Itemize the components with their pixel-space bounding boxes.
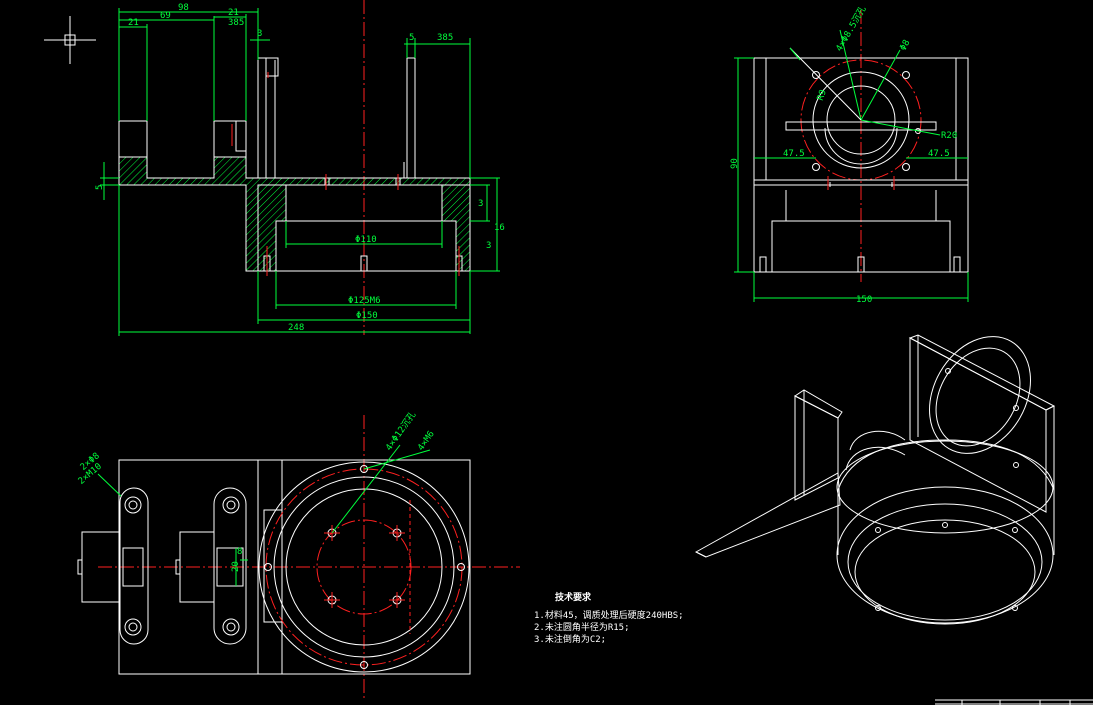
dim-20: 20: [231, 561, 241, 572]
front-view-base-section: [118, 156, 471, 272]
title-block-edge: [935, 699, 1093, 705]
dim-5-left: 5: [95, 185, 105, 190]
dim-98: 98: [178, 3, 189, 13]
dim-248: 248: [288, 323, 304, 333]
dim-21-left: 21: [128, 18, 139, 28]
front-view-housing-left-section: [257, 184, 287, 272]
dim-8: 8: [237, 547, 242, 557]
dim-385-small: 385: [228, 18, 244, 28]
dim-3-right: 3: [478, 199, 483, 209]
crosshair-cursor-icon: [44, 16, 96, 64]
dim-150: 150: [856, 295, 872, 305]
tech-notes-title: 技术要求: [555, 591, 592, 603]
dim-69: 69: [160, 11, 171, 21]
isometric-view: [694, 334, 1056, 625]
tech-note-1: 1.材料45，调质处理后硬度240HBS;: [534, 609, 684, 621]
tech-note-2: 2.未注圆角半径为R15;: [534, 621, 630, 633]
dim-phi150: Φ150: [356, 311, 378, 321]
dim-90: 90: [730, 158, 740, 169]
tech-note-3: 3.未注倒角为C2;: [534, 633, 606, 645]
technical-requirements: 技术要求 1.材料45，调质处理后硬度240HBS; 2.未注圆角半径为R15;…: [534, 591, 684, 645]
dim-hole-d: 4×M6: [416, 429, 437, 453]
dim-21-right: 21: [228, 8, 239, 18]
side-view: [753, 10, 969, 282]
dim-16: 16: [494, 223, 505, 233]
dim-385: 385: [437, 33, 453, 43]
front-view-dimensions: 98 69 21 21 385 3 5 385 5 3 16 3: [95, 3, 505, 336]
dim-phi6-side: Φ8: [898, 38, 912, 52]
dim-3: 3: [257, 29, 262, 39]
dim-phi110: Φ110: [355, 235, 377, 245]
dim-475-left: 47.5: [783, 149, 805, 159]
dim-phi125: Φ125M6: [348, 296, 381, 306]
front-view: [118, 0, 471, 335]
dim-3-small: 3: [486, 241, 491, 251]
dim-5: 5: [409, 33, 414, 43]
dim-r20: R20: [941, 131, 957, 141]
dim-475-right: 47.5: [928, 149, 950, 159]
dim-hole-c: 4×Φ12沉孔: [383, 410, 418, 453]
dim-holes-side: 4×Φ8.5沉孔: [834, 4, 869, 53]
dim-r9: R9: [816, 89, 829, 103]
top-view: [77, 415, 520, 700]
